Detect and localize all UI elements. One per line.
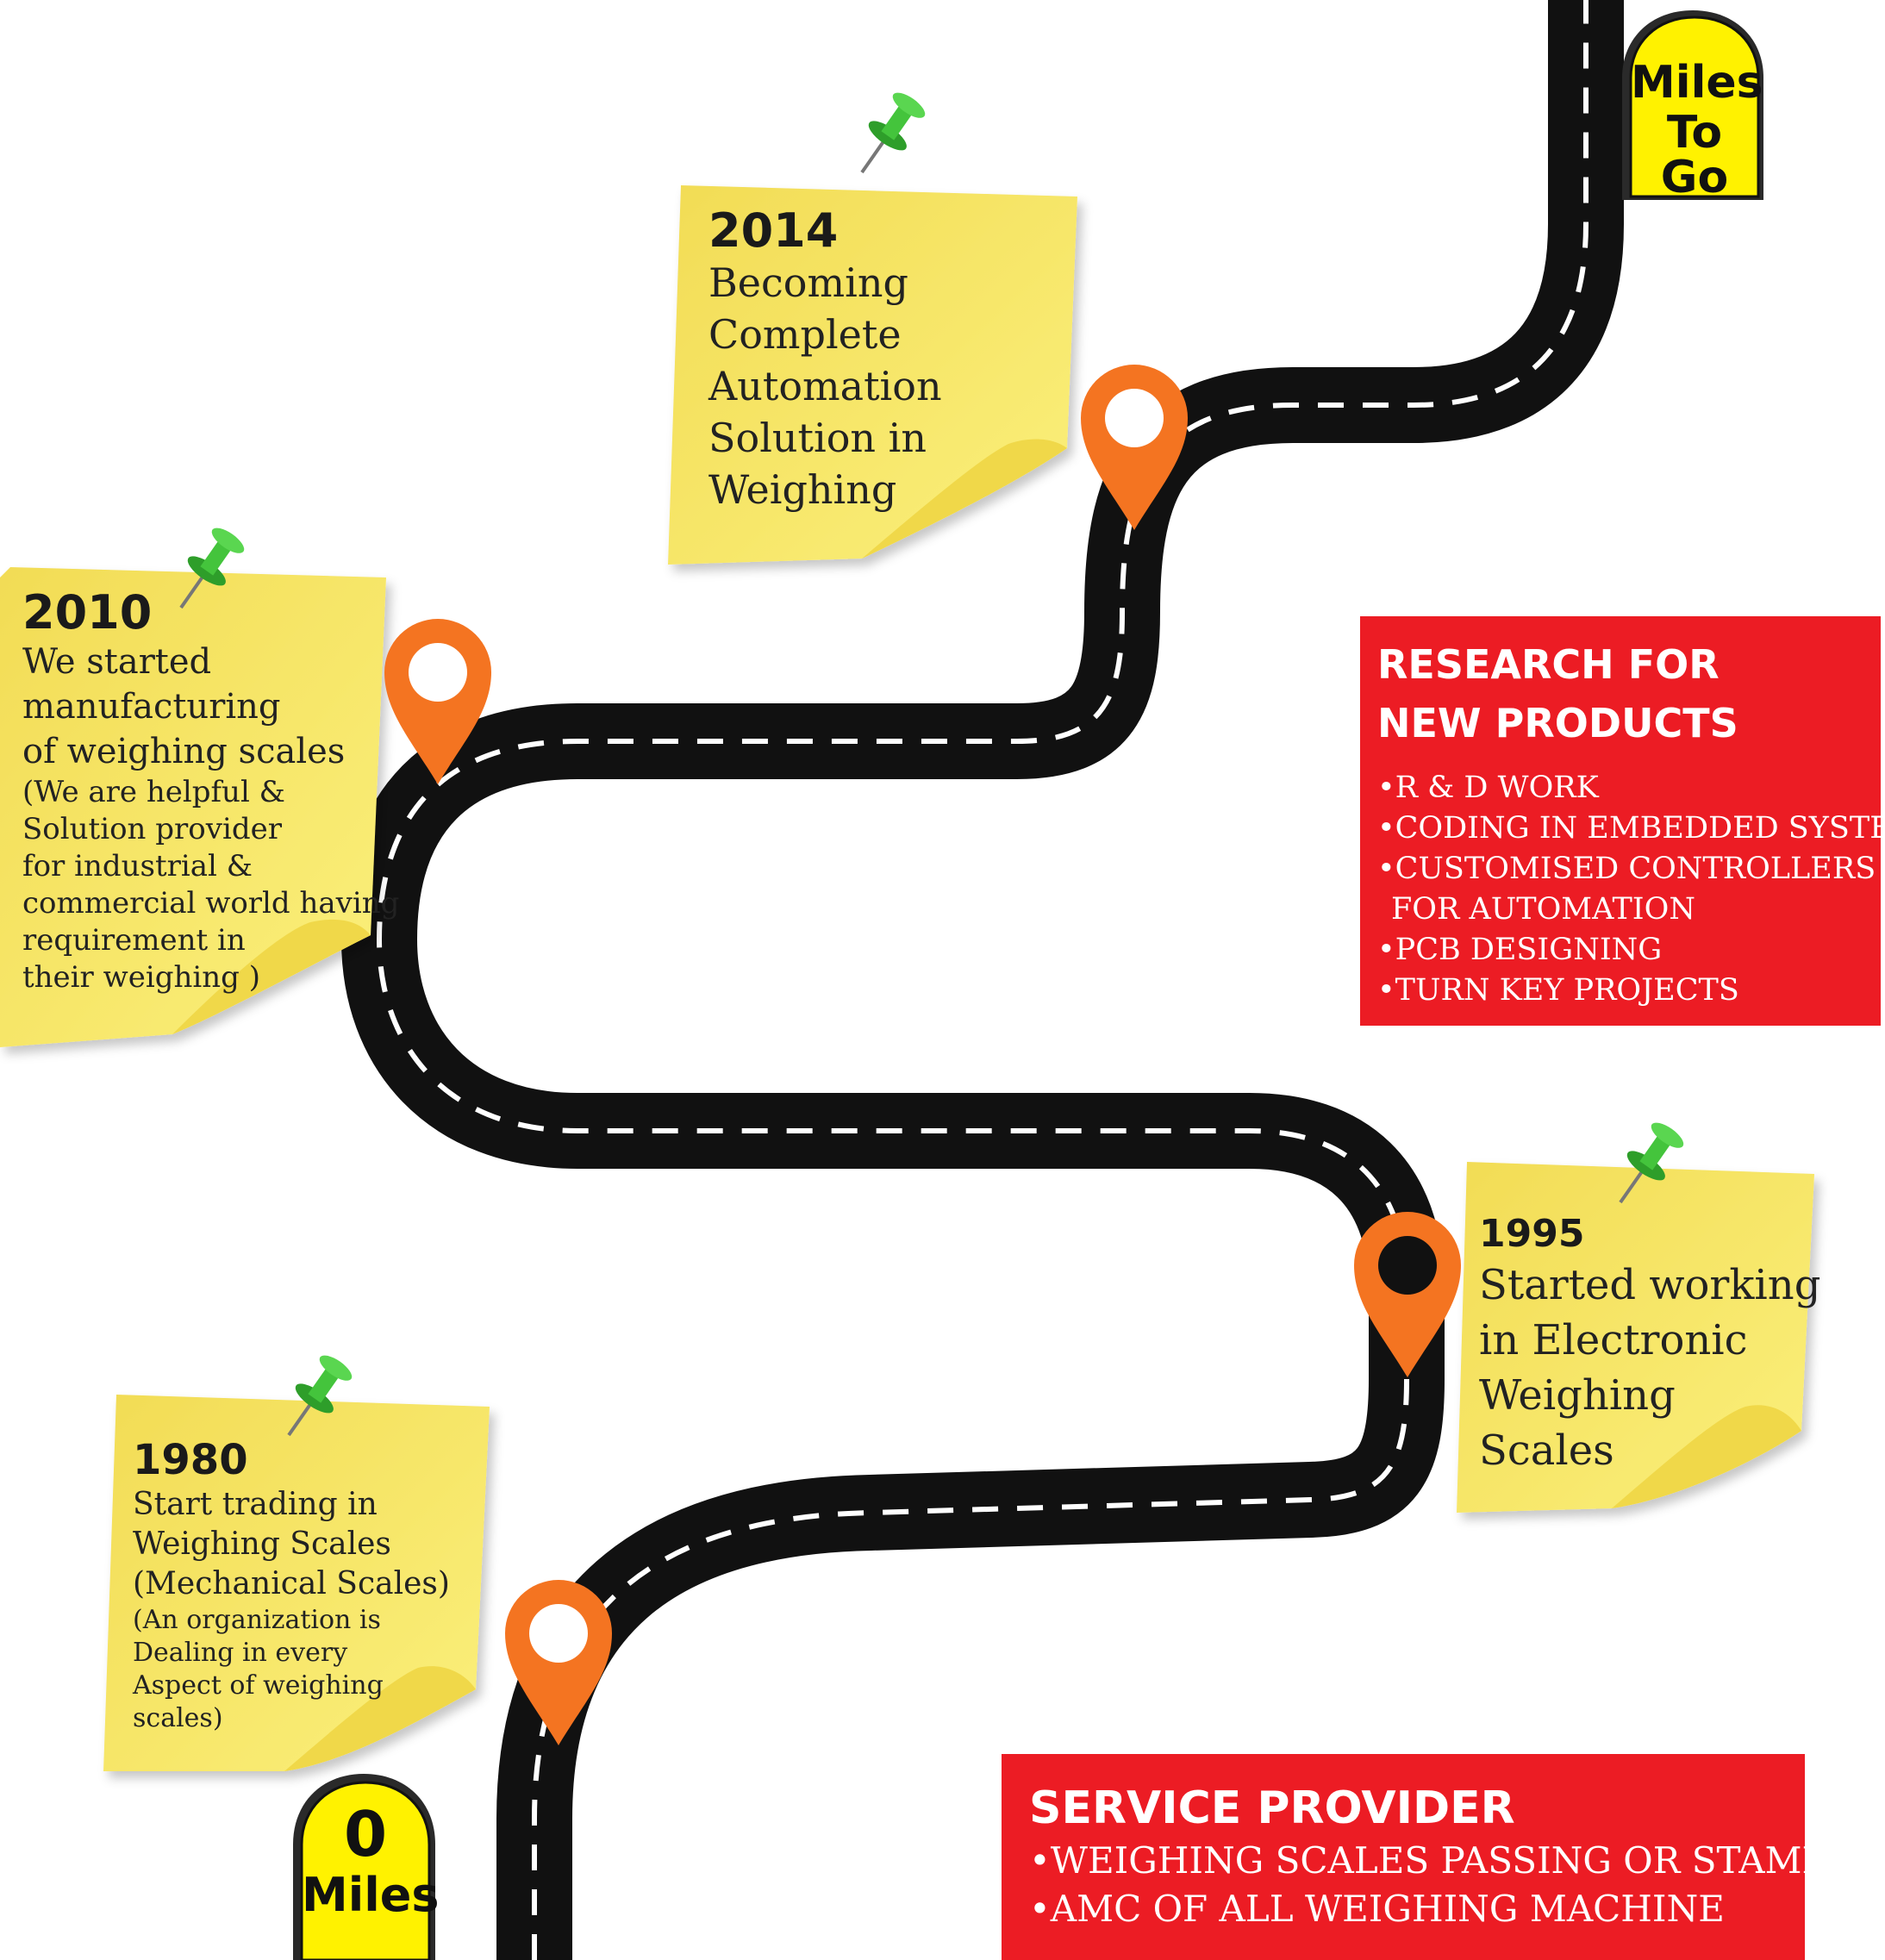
milestone-line: We started [22, 640, 399, 684]
milestone-sub-line: scales) [133, 1702, 450, 1735]
service-item: •WEIGHING SCALES PASSING OR STAMPING [1029, 1837, 1885, 1885]
milestone-year: 2014 [708, 205, 942, 257]
milestone-1995: 1995 Started working in Electronic Weigh… [1479, 1211, 1820, 1478]
research-item: FOR AUTOMATION [1377, 889, 1885, 930]
milestone-year: 1980 [133, 1435, 450, 1485]
research-title-line2: NEW PRODUCTS [1377, 694, 1885, 752]
research-title-line1: RESEARCH FOR [1377, 635, 1885, 694]
research-item: •R & D WORK [1377, 768, 1885, 808]
sign-start-line1: 0 [302, 1803, 429, 1865]
milestone-line: Automation [708, 360, 942, 412]
milestone-line: Becoming [708, 257, 942, 309]
milestone-line: in Electronic [1479, 1313, 1820, 1368]
research-item: •PCB DESIGNING [1377, 930, 1885, 971]
service-item: •AMC OF ALL WEIGHING MACHINE [1029, 1885, 1885, 1933]
milestone-1980: 1980 Start trading in Weighing Scales (M… [133, 1435, 450, 1735]
milestone-sub-line: commercial world having [22, 885, 399, 922]
sign-end-line2: To Go [1631, 110, 1758, 200]
milestone-sub-line: (We are helpful & [22, 774, 399, 811]
milestone-sub-line: Aspect of weighing [133, 1670, 450, 1702]
milestone-line: Weighing [1479, 1368, 1820, 1423]
milestone-sub-line: requirement in [22, 922, 399, 959]
research-item: •TURN KEY PROJECTS [1377, 971, 1885, 1011]
milestone-sub-line: (An organization is [133, 1604, 450, 1637]
milestone-sub-line: Dealing in every [133, 1637, 450, 1670]
milestone-line: (Mechanical Scales) [133, 1564, 450, 1604]
research-item: •CODING IN EMBEDDED SYSTEM [1377, 808, 1885, 849]
milestone-line: Solution in [708, 412, 942, 464]
milestone-line: Complete [708, 309, 942, 360]
sign-end-line1: Miles [1631, 60, 1758, 105]
sign-start-line2: Miles [302, 1872, 429, 1919]
milestone-year: 2010 [22, 586, 399, 640]
push-pin-icon-2014 [844, 86, 932, 185]
service-title: SERVICE PROVIDER [1029, 1780, 1885, 1837]
zero-miles-sign: 0 Miles [302, 1803, 429, 1919]
research-box: RESEARCH FOR NEW PRODUCTS •R & D WORK •C… [1360, 616, 1881, 1026]
research-item: •CUSTOMISED CONTROLLERS [1377, 849, 1885, 889]
milestone-2010: 2010 We started manufacturing of weighin… [22, 586, 399, 996]
milestone-sub-line: Solution provider [22, 811, 399, 848]
milestone-line: Scales [1479, 1423, 1820, 1478]
milestone-line: Weighing [708, 464, 942, 515]
service-box: SERVICE PROVIDER •WEIGHING SCALES PASSIN… [1002, 1754, 1805, 1960]
milestone-sub-line: for industrial & [22, 848, 399, 885]
milestone-line: Weighing Scales [133, 1525, 450, 1564]
milestone-line: Started working [1479, 1258, 1820, 1313]
milestone-line: manufacturing [22, 684, 399, 729]
milestone-line: of weighing scales [22, 729, 399, 774]
miles-to-go-sign: Miles To Go [1631, 60, 1758, 200]
milestone-sub-line: their weighing ) [22, 959, 399, 996]
milestone-year: 1995 [1479, 1211, 1820, 1258]
milestone-2014: 2014 Becoming Complete Automation Soluti… [708, 205, 942, 515]
milestone-line: Start trading in [133, 1485, 450, 1525]
